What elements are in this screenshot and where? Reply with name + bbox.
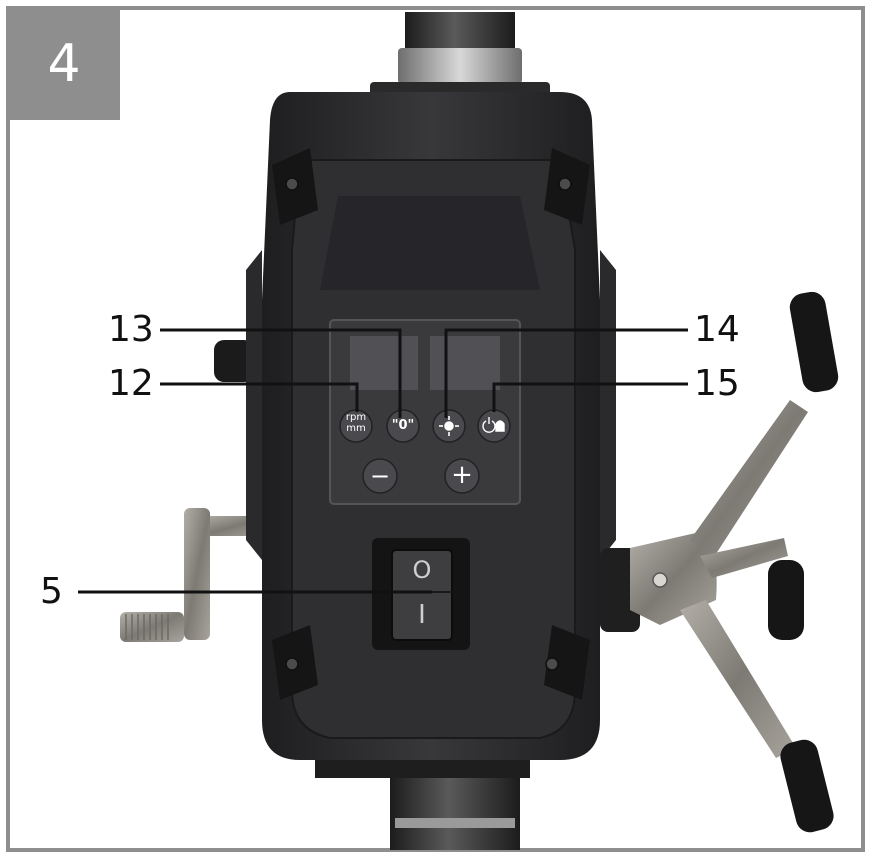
leader-12	[160, 382, 359, 412]
rpm-mm-button	[339, 409, 373, 443]
power-bell-icon	[482, 417, 505, 433]
handle-spoke-upper	[690, 400, 808, 560]
zero-button	[386, 409, 420, 443]
screw	[558, 177, 572, 191]
callout-13: 13	[108, 309, 154, 350]
handle-knob-upper	[789, 291, 839, 393]
crank-arm	[184, 508, 210, 640]
handle-spoke-lower	[680, 600, 796, 758]
rocker-switch	[391, 549, 453, 641]
light-icon	[439, 416, 459, 436]
display-window-left	[350, 336, 418, 390]
minus-button	[362, 458, 398, 494]
handle-spoke-right	[700, 538, 788, 578]
column-collar	[398, 48, 522, 84]
handle-knob-right	[768, 560, 804, 640]
display-window-right	[430, 336, 500, 390]
handle-knob-lower	[780, 739, 834, 833]
screw	[285, 177, 299, 191]
plus-button	[444, 458, 480, 494]
screw	[545, 657, 559, 671]
callout-5: 5	[40, 571, 63, 612]
crank-grip	[120, 612, 184, 642]
leader-14	[444, 328, 688, 418]
leader-13	[160, 328, 402, 418]
callout-12: 12	[108, 363, 154, 404]
handle-hub	[630, 532, 717, 625]
screw	[285, 657, 299, 671]
callout-15: 15	[694, 363, 740, 404]
column-bottom	[390, 770, 520, 850]
leader-15	[492, 382, 688, 412]
column-top	[405, 12, 515, 52]
callout-14: 14	[694, 309, 740, 350]
figure-number-badge: 4	[8, 8, 120, 120]
side-knob	[214, 340, 254, 382]
